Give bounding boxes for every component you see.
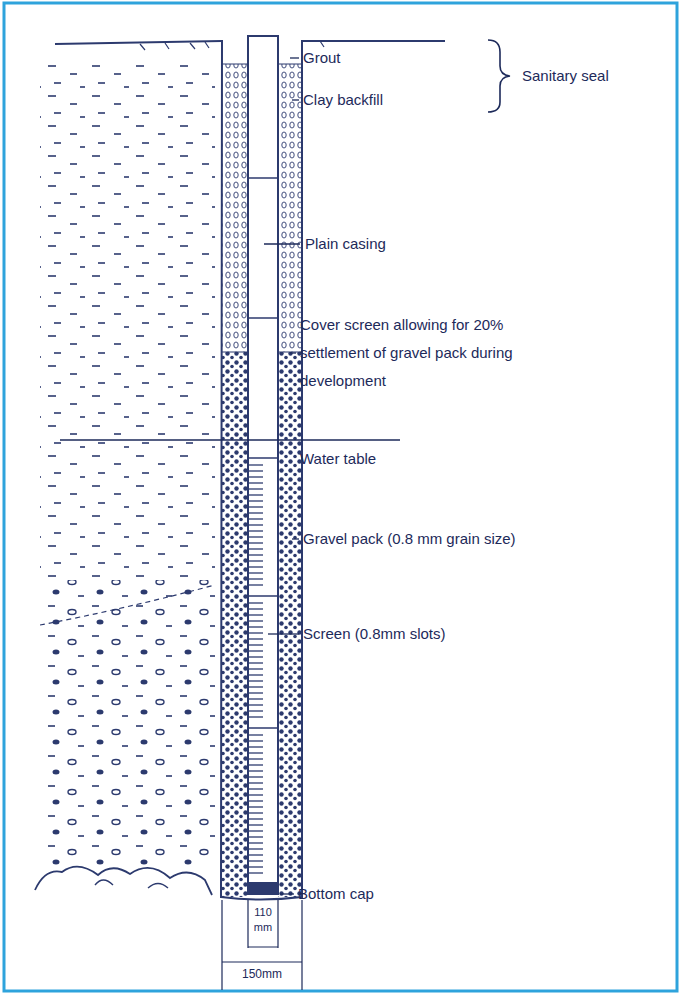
dimension-label: 150mm — [218, 966, 306, 982]
group-label: Sanitary seal — [522, 62, 609, 90]
part-label: Clay backfill — [303, 86, 383, 114]
part-label: Plain casing — [305, 230, 386, 258]
dimension-label: 110 mm — [248, 905, 278, 935]
part-label: Water table — [300, 445, 376, 473]
note-label: Cover screen allowing for 20% settlement… — [300, 311, 550, 395]
part-label: Grout — [303, 44, 341, 72]
part-label: Screen (0.8mm slots) — [303, 620, 446, 648]
part-label: Bottom cap — [298, 880, 374, 908]
part-label: Gravel pack (0.8 mm grain size) — [303, 525, 516, 553]
